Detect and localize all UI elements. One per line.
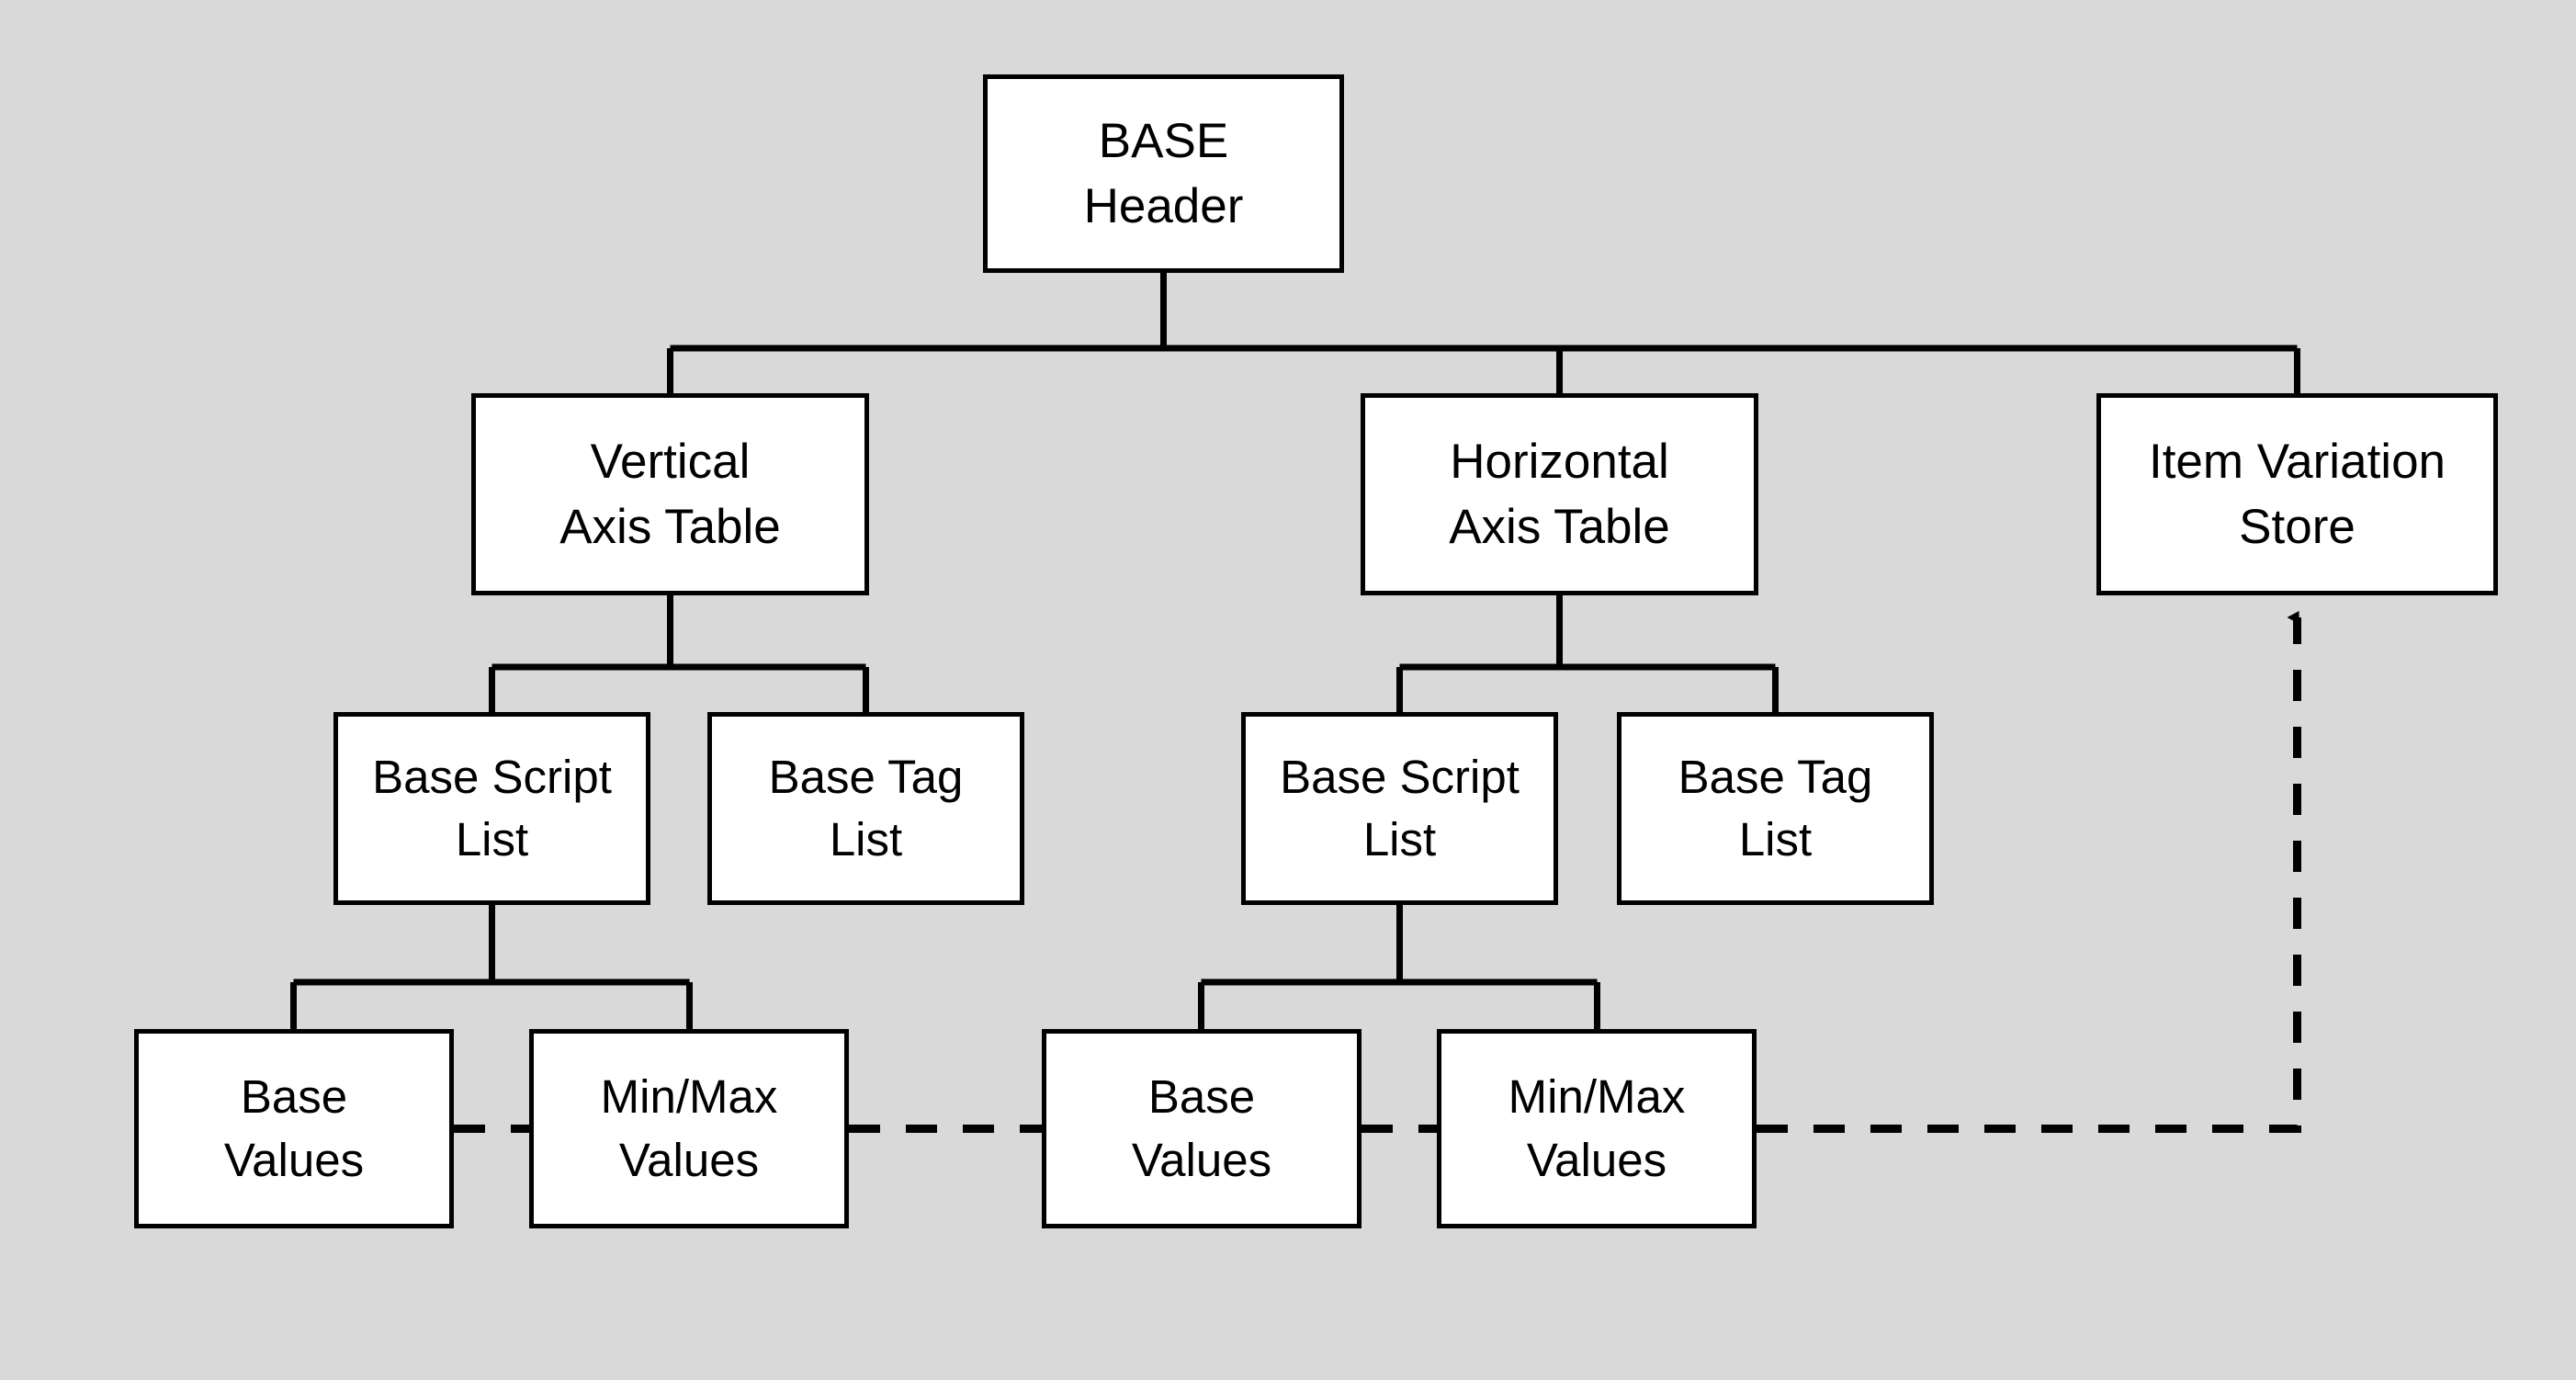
node-horizontal-axis-table[interactable]: Horizontal Axis Table <box>1361 393 1758 595</box>
node-base-header-line1: BASE <box>1098 113 1229 168</box>
node-base-values-horizontal[interactable]: Base Values <box>1042 1029 1361 1228</box>
node-horizontal-axis-table-line1: Horizontal <box>1450 434 1669 489</box>
node-base-tag-list-horizontal[interactable]: Base Tag List <box>1617 712 1934 905</box>
node-min-max-values-vertical-line2: Values <box>618 1133 760 1186</box>
node-base-values-horizontal-line1: Base <box>1147 1070 1256 1124</box>
node-base-values-horizontal-line2: Values <box>1131 1133 1272 1186</box>
node-horizontal-axis-table-line2: Axis Table <box>1449 500 1670 554</box>
node-base-script-list-vertical[interactable]: Base Script List <box>333 712 650 905</box>
node-base-script-list-horizontal[interactable]: Base Script List <box>1241 712 1558 905</box>
node-min-max-values-vertical[interactable]: Min/Max Values <box>529 1029 849 1228</box>
node-vertical-axis-table-line2: Axis Table <box>559 500 781 554</box>
node-vertical-axis-table-line1: Vertical <box>590 434 751 489</box>
node-base-tag-list-horizontal-line2: List <box>1738 813 1813 865</box>
node-base-tag-list-vertical[interactable]: Base Tag List <box>707 712 1024 905</box>
node-base-values-vertical[interactable]: Base Values <box>134 1029 454 1228</box>
node-item-variation-store-line2: Store <box>2239 500 2356 554</box>
node-base-tag-list-horizontal-line1: Base Tag <box>1678 750 1873 803</box>
node-base-tag-list-vertical-line2: List <box>829 813 903 865</box>
node-item-variation-store-line1: Item Variation <box>2148 434 2446 489</box>
node-min-max-values-horizontal-line1: Min/Max <box>1508 1070 1686 1124</box>
node-base-script-list-vertical-line2: List <box>455 813 529 865</box>
node-base-values-vertical-line1: Base <box>240 1070 348 1124</box>
node-item-variation-store[interactable]: Item Variation Store <box>2096 393 2498 595</box>
node-vertical-axis-table[interactable]: Vertical Axis Table <box>471 393 869 595</box>
node-min-max-values-horizontal[interactable]: Min/Max Values <box>1437 1029 1757 1228</box>
node-base-header-line2: Header <box>1083 179 1244 233</box>
node-min-max-values-horizontal-line2: Values <box>1526 1133 1667 1186</box>
node-base-values-vertical-line2: Values <box>223 1133 365 1186</box>
node-base-script-list-vertical-line1: Base Script <box>372 750 612 803</box>
node-base-header[interactable]: BASE Header <box>983 74 1344 273</box>
node-base-tag-list-vertical-line1: Base Tag <box>768 750 964 803</box>
node-min-max-values-vertical-line1: Min/Max <box>600 1070 778 1124</box>
node-base-script-list-horizontal-line2: List <box>1362 813 1437 865</box>
node-base-script-list-horizontal-line1: Base Script <box>1280 750 1520 803</box>
